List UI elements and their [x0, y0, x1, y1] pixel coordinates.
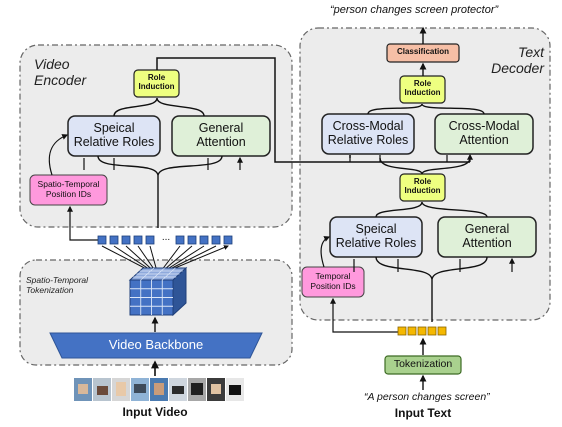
cross-modal-roles-label: Cross-Modal Relative Roles [322, 119, 414, 147]
video-encoder-title-line1: Video [34, 56, 70, 72]
video-special-roles-line2: Relative Roles [73, 135, 155, 149]
token-cube [128, 266, 188, 317]
video-role-induction-line2: Induction [138, 81, 175, 91]
classification-label: Classification [396, 47, 449, 56]
text-decoder-title-line2: Decoder [491, 60, 544, 77]
video-special-roles-line1: Speical [93, 121, 135, 135]
decoder-position-ids-box [301, 266, 365, 298]
decoder-position-ids-line2: Position IDs [310, 280, 356, 291]
video-general-attention-line1: General [198, 121, 244, 135]
decoder-role-induction-mid-line2: Induction [404, 185, 441, 195]
tokenization-stage-line1: Spatio-Temporal [26, 275, 89, 285]
cross-modal-roles-line1: Cross-Modal [332, 119, 404, 133]
input-text-label: Input Text [394, 406, 452, 420]
cross-modal-attention-line2: Attention [459, 133, 509, 147]
decoder-role-induction-mid-line1: Role [413, 177, 432, 186]
tokenization-label: Tokenization [393, 358, 453, 370]
cross-modal-attention-label: Cross-Modal Attention [435, 119, 533, 147]
cross-modal-attention-line1: Cross-Modal [448, 119, 520, 133]
text-decoder-title-line1: Text [518, 44, 544, 60]
video-token-row [97, 235, 233, 245]
cross-modal-roles-line2: Relative Roles [327, 133, 409, 147]
tokenization-stage-line2: Tokenization [26, 284, 74, 295]
decoder-general-attention-line1: General [464, 222, 510, 236]
decoder-role-induction-top-line2: Induction [404, 87, 441, 97]
video-general-attention-box [171, 115, 271, 157]
video-backbone-label: Video Backbone [108, 337, 204, 352]
decoder-self-to-induction-brace [375, 201, 488, 218]
video-role-induction-line1: Role [147, 73, 166, 82]
decoder-position-ids-line1: Temporal [315, 271, 351, 281]
spatio-temporal-tokenization-label: Spatio-Temporal Tokenization [26, 275, 89, 296]
video-position-ids-line1: Spatio-Temporal [37, 179, 100, 189]
decoder-posid-feed [330, 297, 398, 333]
decoder-posid-arrow [320, 236, 331, 268]
decoder-role-induction-mid-label: Role Induction [400, 177, 445, 196]
cube-to-token-fan [101, 246, 228, 276]
input-video-label: Input Video [122, 405, 188, 419]
decoder-special-roles-label: Speical Relative Roles [330, 222, 422, 250]
decoder-general-attention-line2: Attention [462, 236, 512, 250]
decoder-role-induction-top-line1: Role [413, 79, 432, 88]
video-general-attention-line2: Attention [196, 135, 246, 149]
tokenization-box [384, 355, 462, 375]
video-position-ids-box [29, 174, 108, 206]
video-encoder-title-line2: Encoder [34, 72, 87, 89]
text-decoder-title: Text Decoder [476, 44, 544, 76]
video-posid-feed [67, 205, 98, 241]
video-backbone-shape [49, 332, 263, 359]
video-general-attention-label: General Attention [172, 121, 270, 149]
cross-to-induction-brace [367, 103, 485, 115]
video-posid-arrow [48, 134, 69, 176]
video-role-induction-label: Role Induction [134, 73, 179, 92]
video-to-induction-brace [113, 97, 205, 117]
decoder-position-ids-label: Temporal Position IDs [302, 271, 364, 291]
video-attn-arrows [83, 158, 240, 170]
token-ellipsis: ... [161, 232, 171, 243]
video-encoder-title: Video Encoder [34, 56, 86, 88]
input-video-frames [74, 378, 244, 401]
video-position-ids-line2: Position IDs [45, 188, 92, 199]
mid-induction-to-cross-brace [349, 155, 471, 175]
decoder-special-roles-line2: Relative Roles [335, 236, 417, 250]
decoder-role-induction-top-label: Role Induction [400, 79, 445, 98]
decoder-special-roles-line1: Speical [355, 222, 397, 236]
input-text-quote: “A person changes screen” [364, 391, 490, 403]
output-text-quote: “person changes screen protector” [330, 4, 499, 16]
encoder-to-decoder-path [156, 57, 394, 163]
video-special-roles-label: Speical Relative Roles [68, 121, 160, 149]
text-token-row [397, 326, 447, 336]
decoder-attn-arrows [353, 259, 512, 272]
video-position-ids-label: Spatio-Temporal Position IDs [30, 179, 107, 199]
decoder-general-attention-label: General Attention [438, 222, 536, 250]
